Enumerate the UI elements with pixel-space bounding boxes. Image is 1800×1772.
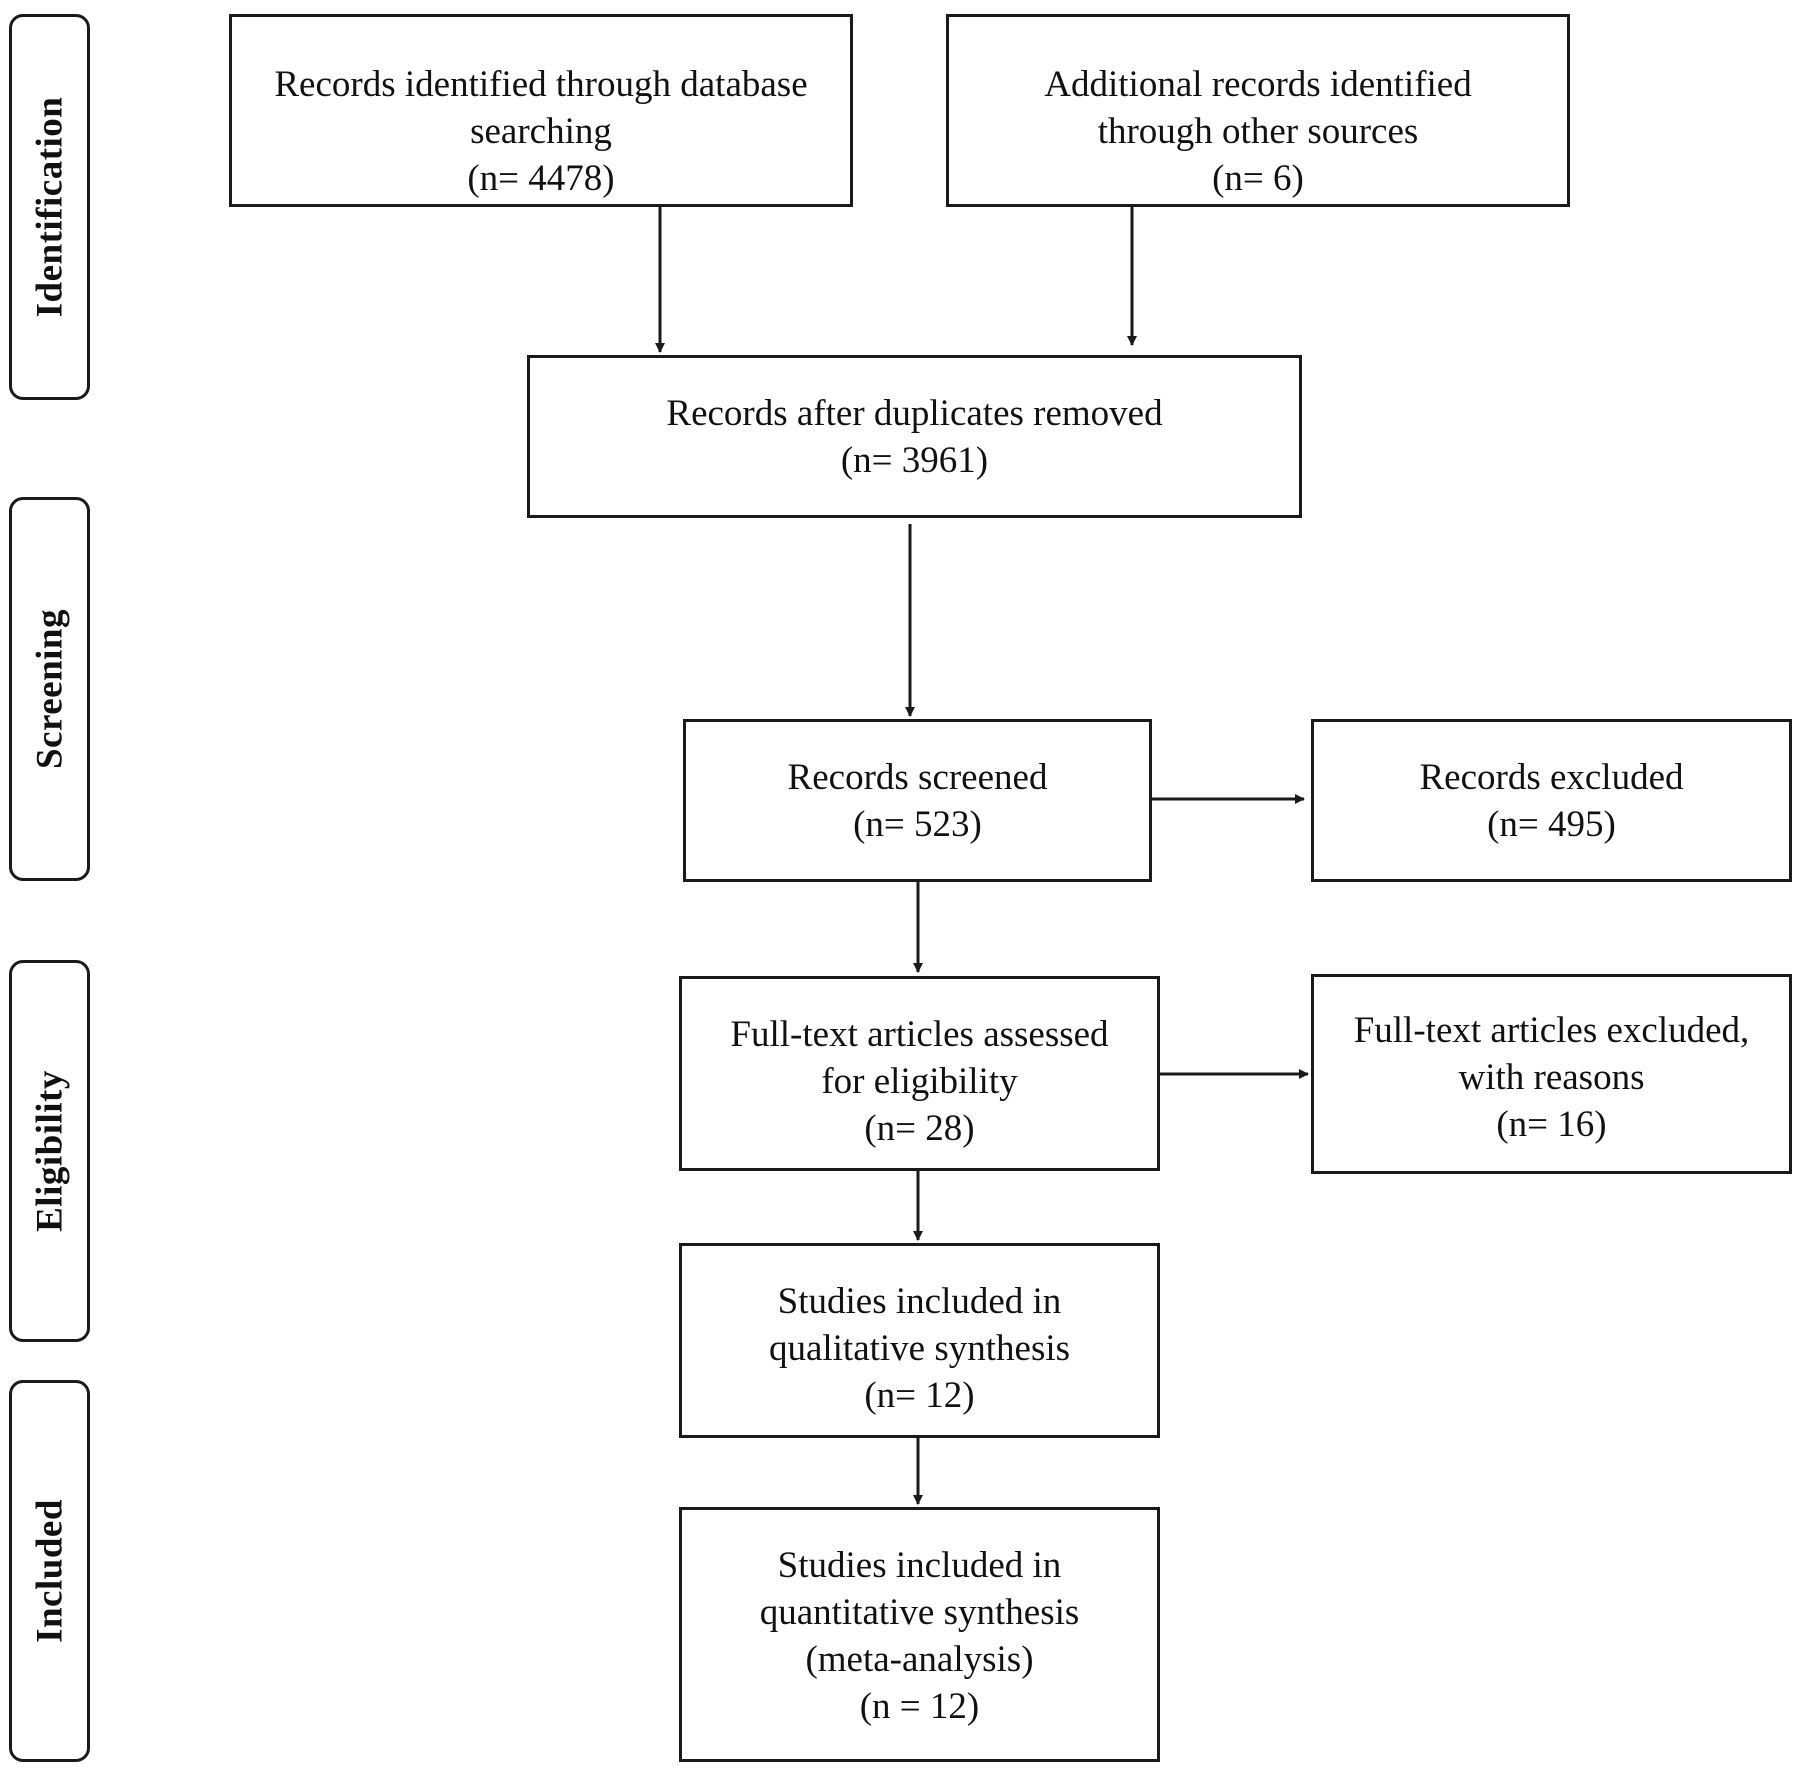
box-line: (meta-analysis) [805, 1639, 1034, 1680]
box-line: Full-text articles excluded, [1353, 1010, 1750, 1051]
box-count: (n= 28) [864, 1108, 975, 1149]
box-count: (n= 6) [1212, 158, 1304, 199]
box-line: quantitative synthesis [759, 1592, 1080, 1633]
phase-included: Included [9, 1380, 90, 1762]
box-records-screened: Records screened (n= 523) [683, 719, 1152, 882]
box-database-records: Records identified through database sear… [229, 14, 853, 207]
phase-identification: Identification [9, 14, 90, 400]
box-line: through other sources [1097, 111, 1419, 152]
box-count: (n= 12) [864, 1375, 975, 1416]
box-count: (n= 16) [1496, 1104, 1607, 1145]
box-quantitative-synthesis: Studies included in quantitative synthes… [679, 1507, 1160, 1762]
box-after-duplicates: Records after duplicates removed (n= 396… [527, 355, 1302, 518]
box-count: (n = 12) [859, 1686, 980, 1727]
phase-screening: Screening [9, 497, 90, 881]
box-records-excluded: Records excluded (n= 495) [1311, 719, 1792, 882]
box-qualitative-synthesis: Studies included in qualitative synthesi… [679, 1243, 1160, 1438]
box-other-records: Additional records identified through ot… [946, 14, 1570, 207]
box-line: Records after duplicates removed [666, 393, 1163, 434]
box-count: (n= 4478) [467, 158, 615, 199]
box-line: Studies included in [777, 1545, 1062, 1586]
box-count: (n= 523) [853, 804, 982, 845]
box-line: Records screened [787, 757, 1048, 798]
box-line: with reasons [1458, 1057, 1645, 1098]
box-line: searching [470, 111, 612, 152]
box-line: Records excluded [1419, 757, 1684, 798]
phase-eligibility: Eligibility [9, 960, 90, 1342]
box-line: Records identified through database [274, 64, 808, 105]
box-fulltext-assessed: Full-text articles assessed for eligibil… [679, 976, 1160, 1171]
box-line: for eligibility [821, 1061, 1018, 1102]
box-count: (n= 495) [1487, 804, 1616, 845]
box-fulltext-excluded: Full-text articles excluded, with reason… [1311, 974, 1792, 1174]
box-line: Additional records identified [1044, 64, 1472, 105]
box-line: Studies included in [777, 1281, 1062, 1322]
box-line: Full-text articles assessed [730, 1014, 1109, 1055]
box-count: (n= 3961) [840, 440, 989, 481]
box-line: qualitative synthesis [768, 1328, 1071, 1369]
